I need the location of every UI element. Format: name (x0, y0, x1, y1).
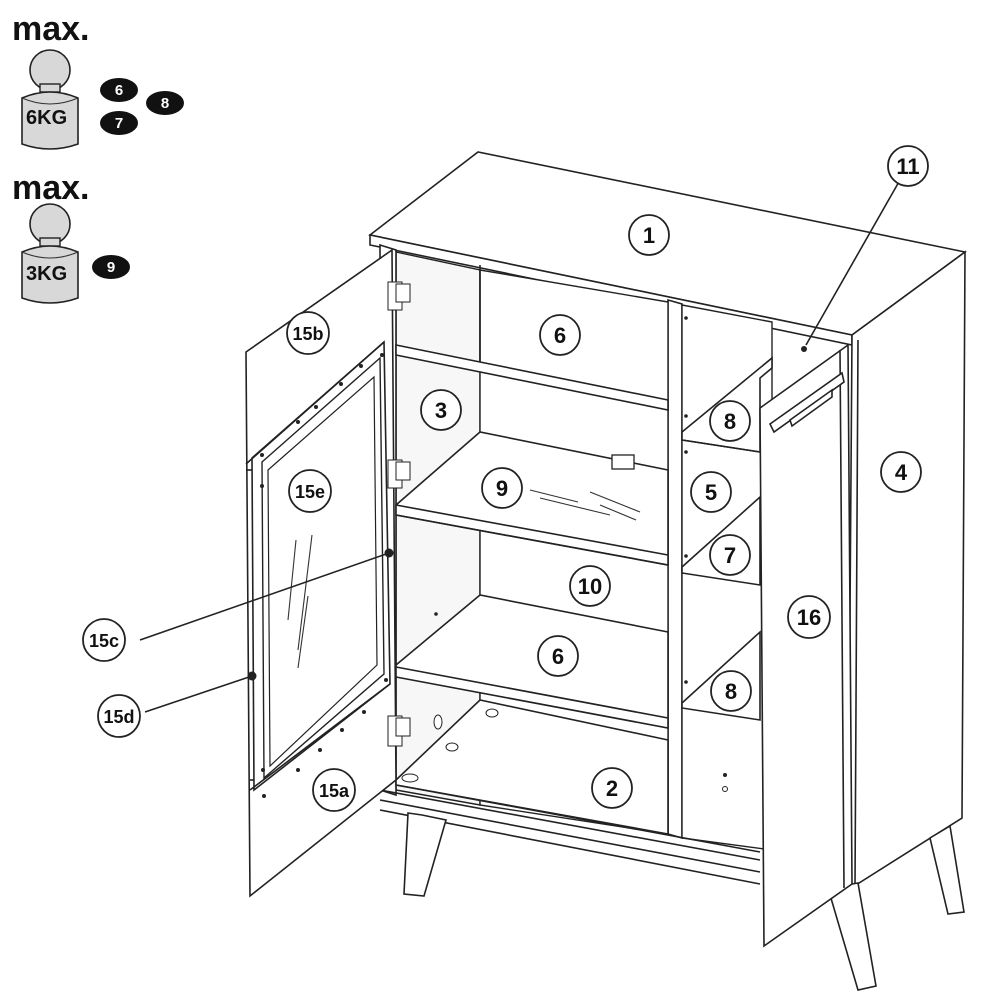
svg-text:15a: 15a (319, 781, 350, 801)
svg-text:15c: 15c (89, 631, 119, 651)
svg-text:5: 5 (705, 480, 717, 505)
callout-7: 7 (709, 534, 751, 576)
door-handle (768, 371, 845, 434)
svg-text:1: 1 (643, 223, 655, 248)
weight-icon (21, 49, 79, 150)
callout-9: 9 (481, 467, 523, 509)
svg-text:8: 8 (161, 95, 169, 112)
leg-back-right (929, 824, 965, 915)
hinge-icon (387, 459, 411, 489)
svg-text:9: 9 (107, 259, 115, 276)
svg-text:3: 3 (435, 398, 447, 423)
max-label: max. (12, 169, 90, 207)
callout-8-top: 8 (709, 400, 751, 442)
left-glass-door (245, 248, 411, 898)
svg-text:6: 6 (115, 82, 123, 99)
weight-value: 6KG (26, 107, 67, 129)
center-divider (667, 298, 683, 840)
weight-value: 3KG (26, 263, 67, 285)
svg-text:4: 4 (895, 460, 908, 485)
svg-text:10: 10 (578, 574, 602, 599)
callout-16: 16 (787, 595, 831, 639)
svg-text:8: 8 (725, 679, 737, 704)
right-door-panel (759, 343, 853, 948)
callout-15e: 15e (288, 469, 332, 513)
callout-4: 4 (880, 451, 922, 493)
callout-5: 5 (690, 471, 732, 513)
svg-text:7: 7 (724, 543, 736, 568)
part-badge: 6 (100, 78, 138, 102)
callout-6-lower: 6 (537, 635, 579, 677)
callout-11: 11 (887, 145, 929, 187)
svg-text:11: 11 (896, 154, 919, 179)
hinge-icon (387, 281, 411, 311)
weight-legend-6kg: max. 6KG 6 8 7 (12, 10, 184, 150)
right-side-panel (847, 250, 966, 892)
svg-text:15e: 15e (295, 482, 325, 502)
part-badge: 7 (100, 111, 138, 135)
weight-icon (21, 203, 79, 304)
svg-text:2: 2 (606, 776, 618, 801)
hinge-icon (387, 715, 411, 747)
svg-text:8: 8 (724, 409, 736, 434)
glass-shelf (395, 431, 669, 566)
callout-6-top: 6 (539, 314, 581, 356)
callout-10: 10 (569, 565, 611, 607)
callout-15a: 15a (312, 768, 356, 812)
svg-text:15d: 15d (103, 707, 134, 727)
part-badge: 9 (92, 255, 130, 279)
callout-2: 2 (591, 767, 633, 809)
callout-15d: 15d (97, 694, 141, 738)
svg-text:15b: 15b (292, 324, 323, 344)
max-label: max. (12, 10, 90, 48)
svg-text:7: 7 (115, 115, 123, 132)
callout-3: 3 (420, 389, 462, 431)
svg-text:6: 6 (554, 323, 566, 348)
weight-legend-3kg: max. 3KG 9 (12, 169, 130, 304)
part-badge: 8 (146, 91, 184, 115)
leg-front-right (826, 882, 877, 991)
callout-15b: 15b (286, 311, 330, 355)
callout-8-lower: 8 (710, 670, 752, 712)
callout-1: 1 (628, 214, 670, 256)
svg-text:9: 9 (496, 476, 508, 501)
cabinet (368, 151, 967, 991)
right-door (759, 343, 853, 948)
svg-text:16: 16 (797, 605, 821, 630)
leg-front-left (403, 812, 448, 897)
shelf-top (395, 344, 669, 411)
callout-15c: 15c (82, 618, 126, 662)
svg-text:6: 6 (552, 644, 564, 669)
